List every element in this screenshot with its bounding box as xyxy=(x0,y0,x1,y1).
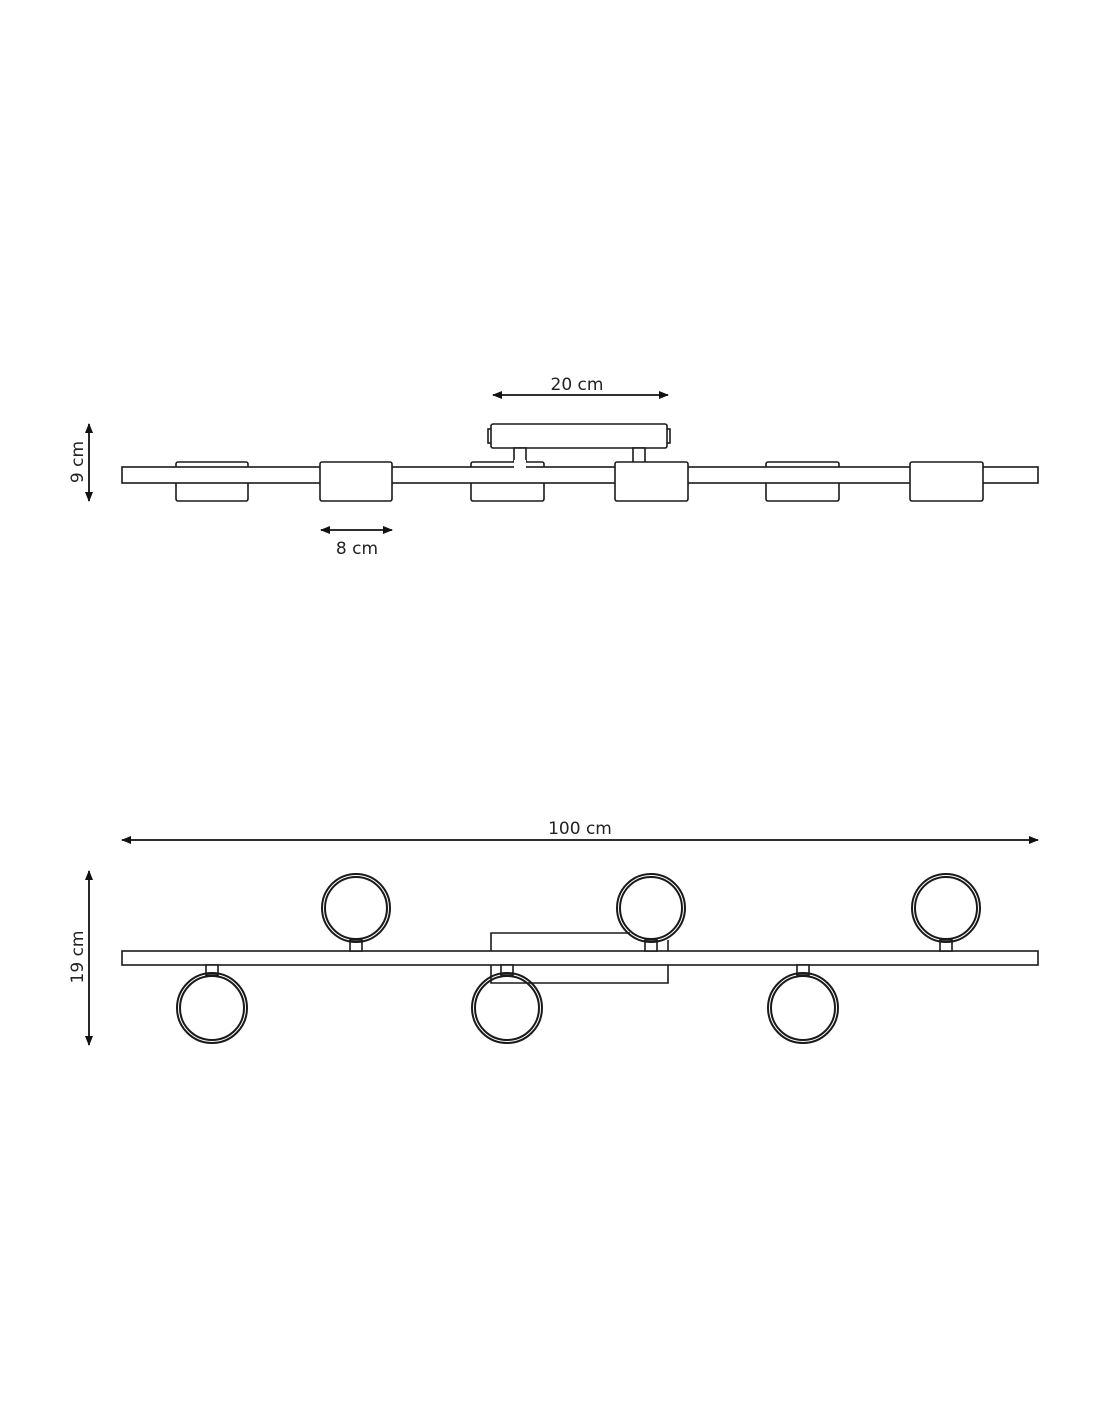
top-view: 100 cm 19 cm xyxy=(68,819,1039,1046)
height-label: 9 cm xyxy=(68,441,88,483)
canopy-outline xyxy=(490,932,669,984)
canopy-width-label: 20 cm xyxy=(551,375,604,395)
depth-label: 19 cm xyxy=(68,931,88,984)
bar xyxy=(121,950,1039,966)
lamp xyxy=(321,873,391,952)
bar xyxy=(121,466,1039,484)
shade xyxy=(909,461,984,502)
lamp xyxy=(176,964,248,1044)
lamp xyxy=(616,873,686,952)
front-shades xyxy=(319,461,984,502)
shade xyxy=(614,461,689,502)
side-view: 20 cm 8 cm 9 cm xyxy=(68,375,1039,559)
lamp xyxy=(911,873,981,952)
bottom-lamps xyxy=(176,964,839,1044)
shade xyxy=(319,461,393,502)
lamp xyxy=(471,964,543,1044)
canopy xyxy=(490,423,668,449)
top-lamps xyxy=(321,873,981,952)
lamp xyxy=(767,964,839,1044)
length-label: 100 cm xyxy=(548,819,612,839)
stem-overlap xyxy=(514,460,526,468)
shade-width-label: 8 cm xyxy=(336,539,378,559)
